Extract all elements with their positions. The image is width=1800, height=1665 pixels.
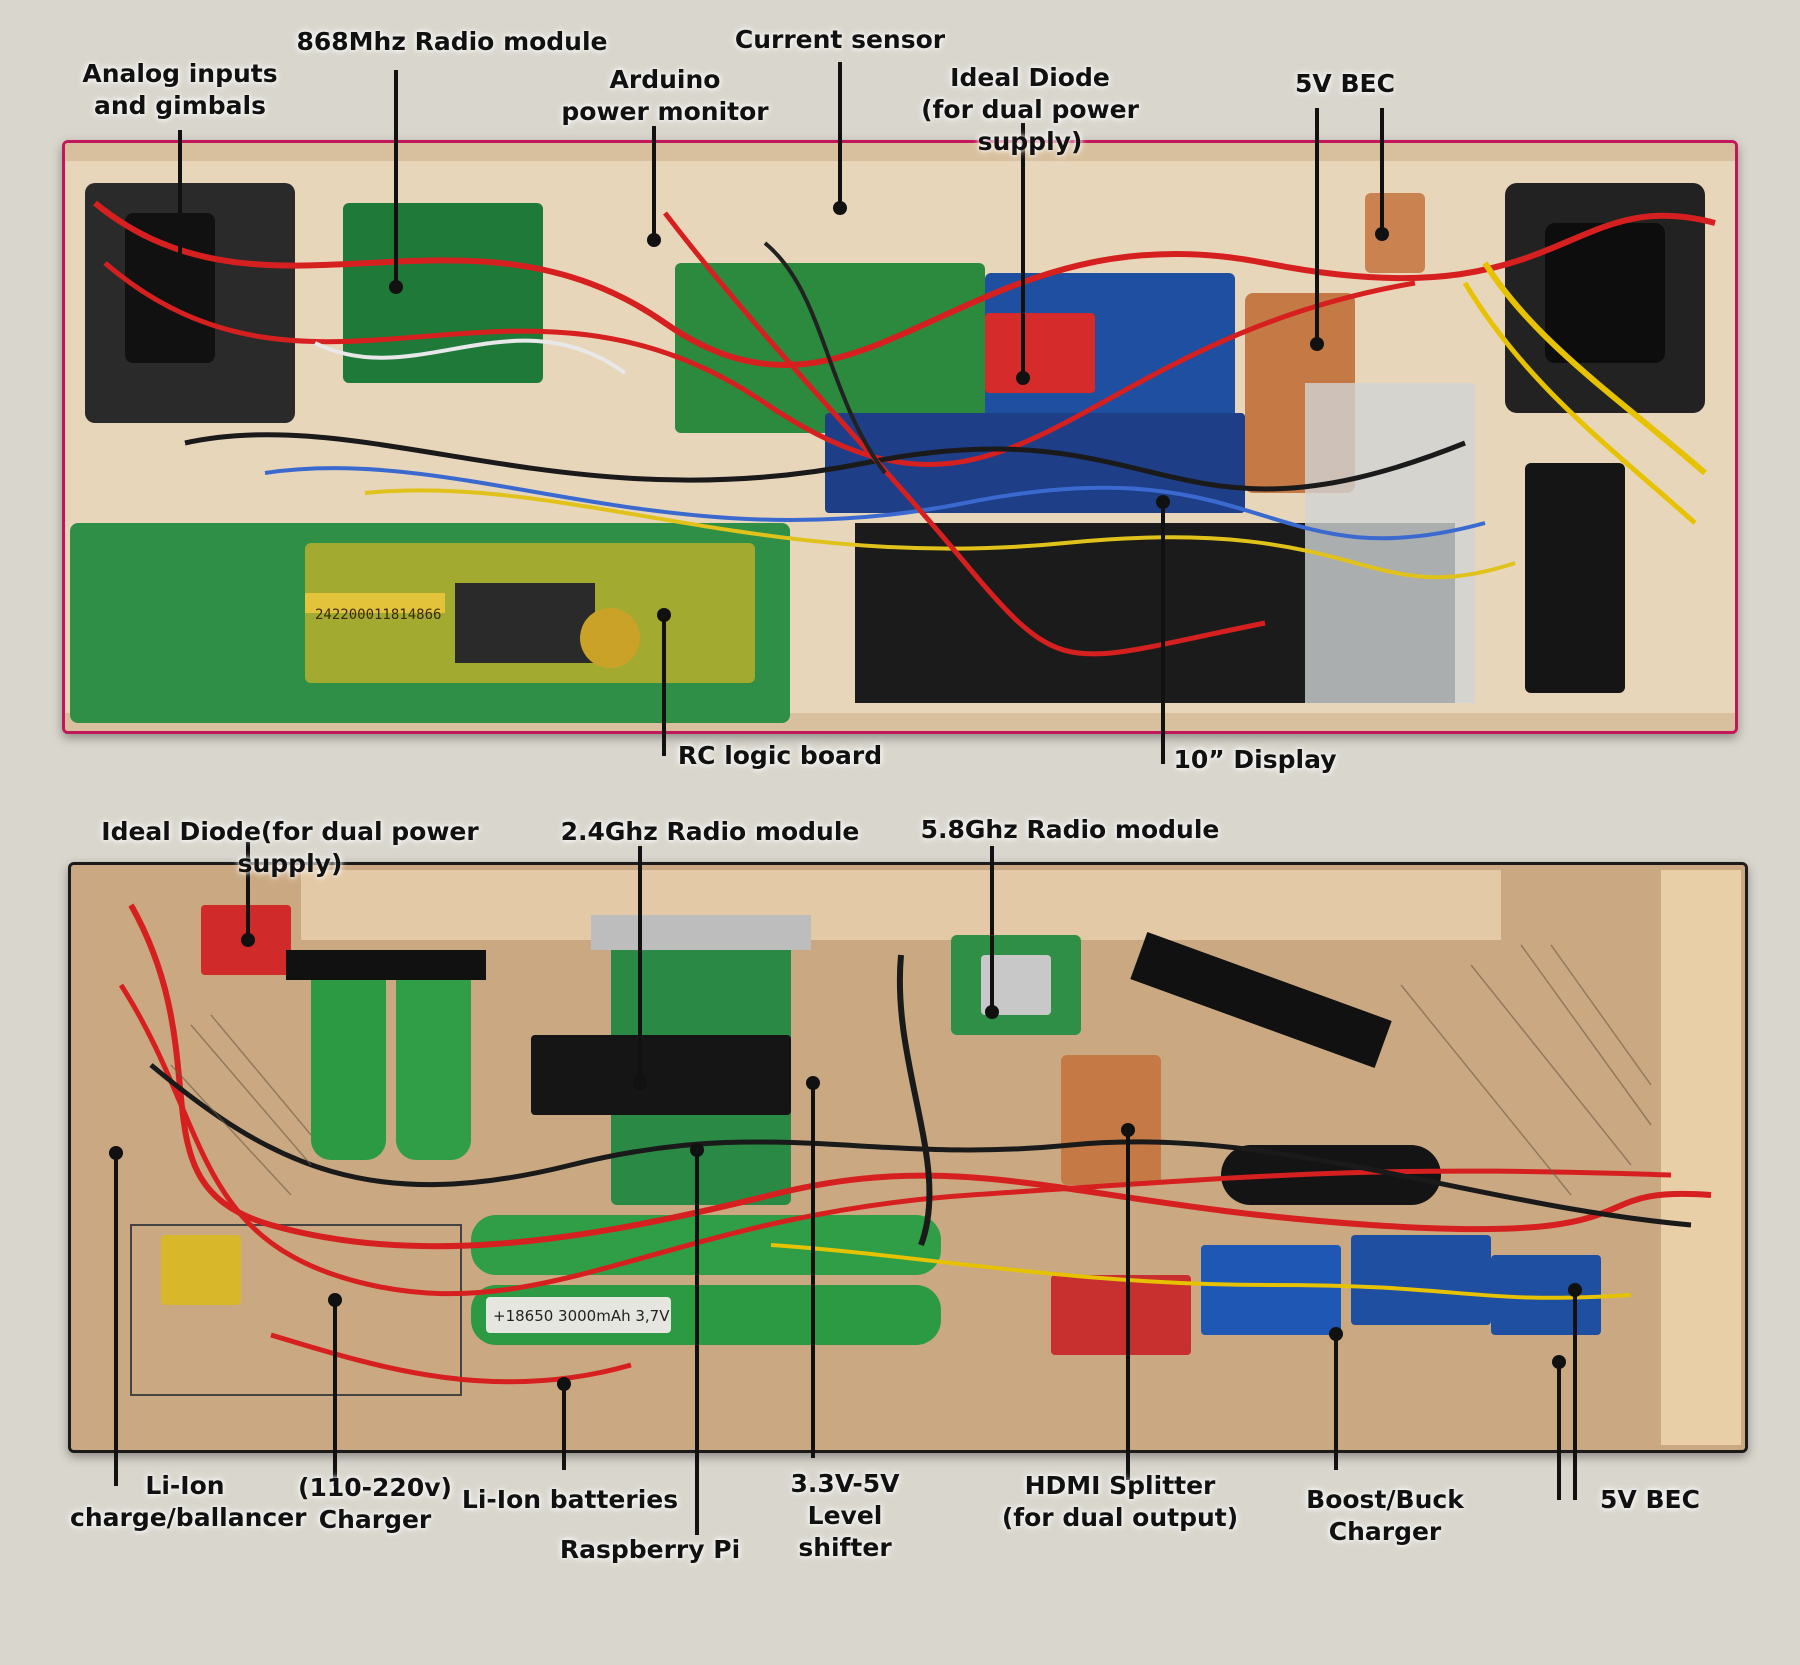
label-ideal-diode-bottom: Ideal Diode(for dual power supply) [101, 817, 479, 878]
label-charger-110-220: (110-220v) Charger [298, 1473, 452, 1534]
label-bec-bottom: 5V BEC [1600, 1485, 1700, 1514]
bottom-compartment-photo: +18650 3000mAh 3,7V [68, 862, 1748, 1453]
label-boost-buck: Boost/Buck Charger [1306, 1485, 1464, 1546]
label-display-10: 10” Display [1173, 745, 1337, 774]
label-li-ion-batteries: Li-Ion batteries [461, 1485, 679, 1514]
label-hdmi-splitter: HDMI Splitter (for dual output) [1001, 1471, 1239, 1532]
pcb-barcode-text: 242200011814866 [315, 607, 441, 623]
label-radio-58: 5.8Ghz Radio module [920, 815, 1220, 844]
label-level-shifter: 3.3V-5V Level shifter [790, 1469, 900, 1562]
label-raspberry-pi: Raspberry Pi [559, 1535, 741, 1564]
label-rc-logic-board: RC logic board [677, 741, 883, 770]
label-arduino-monitor: Arduino power monitor [561, 65, 769, 126]
top-photo-illustration: 242200011814866 [65, 143, 1735, 731]
battery-label-text: +18650 3000mAh 3,7V [493, 1307, 670, 1325]
label-li-ion-charger: Li-Ion charge/ballancer [70, 1471, 307, 1532]
top-compartment-photo: 242200011814866 [62, 140, 1738, 734]
label-ideal-diode-top: Ideal Diode (for dual power supply) [921, 63, 1139, 156]
label-current-sensor: Current sensor [734, 25, 946, 54]
label-radio-24: 2.4Ghz Radio module [560, 817, 860, 846]
label-radio-868: 868Mhz Radio module [296, 27, 608, 56]
label-bec-top: 5V BEC [1295, 69, 1395, 98]
label-analog-inputs: Analog inputs and gimbals [82, 59, 278, 120]
bottom-photo-illustration: +18650 3000mAh 3,7V [71, 865, 1745, 1450]
